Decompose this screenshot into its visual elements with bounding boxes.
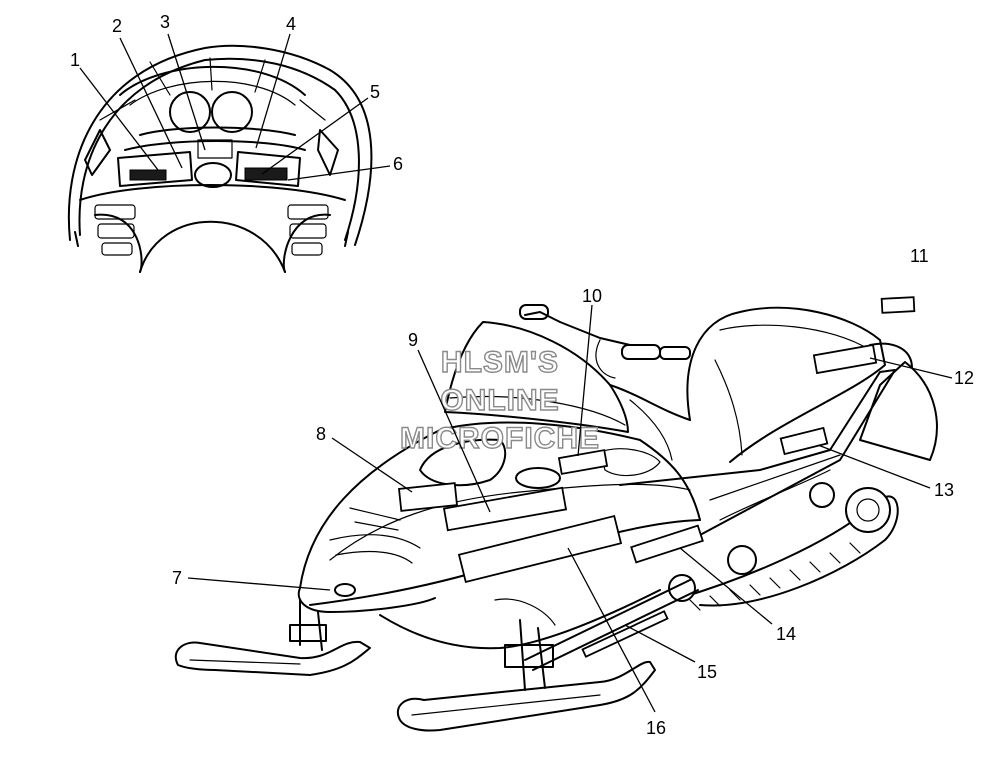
callout-10: 10: [582, 286, 602, 306]
callout-numbers: 1 2 3 4 5 6 7 8 9 10 11 12 13 14 15 16: [70, 12, 974, 738]
leader-10: [577, 304, 593, 457]
leader-15: [624, 624, 696, 663]
leader-12: [869, 357, 953, 379]
callout-6: 6: [393, 154, 403, 174]
leader-7: [187, 577, 331, 591]
callout-13: 13: [934, 480, 954, 500]
watermark-line-1: HLSM'S: [441, 346, 559, 379]
callout-1: 1: [70, 50, 80, 70]
decal-shapes: [398, 296, 916, 658]
watermark: HLSM'S ONLINE MICROFICHE: [399, 345, 600, 455]
decal-15: [581, 610, 669, 658]
callout-11: 11: [910, 246, 929, 266]
decal-14: [630, 524, 704, 564]
leader-13: [817, 444, 931, 489]
leader-6: [287, 165, 391, 181]
decal-11: [880, 296, 916, 314]
callout-14: 14: [776, 624, 796, 644]
decal-13: [779, 426, 829, 456]
callout-2: 2: [112, 16, 122, 36]
leader-3: [167, 33, 206, 151]
leader-9: [417, 349, 491, 513]
leader-5: [261, 97, 369, 175]
snowmobile-drawing: [174, 304, 938, 732]
decal-9: [442, 486, 568, 532]
callout-8: 8: [316, 424, 326, 444]
callout-5: 5: [370, 82, 380, 102]
watermark-line-2: ONLINE: [440, 384, 559, 417]
leader-14: [679, 547, 773, 625]
callout-4: 4: [286, 14, 296, 34]
leader-lines: [79, 33, 953, 713]
callout-15: 15: [697, 662, 717, 682]
callout-12: 12: [954, 368, 974, 388]
watermark-line-3: MICROFICHE: [400, 422, 600, 455]
decal-12: [812, 343, 878, 375]
decal-8: [398, 482, 458, 512]
leader-1: [79, 67, 159, 171]
callout-9: 9: [408, 330, 418, 350]
decal-10: [557, 449, 609, 475]
decal-16: [457, 514, 623, 584]
callout-3: 3: [160, 12, 170, 32]
leader-8: [331, 437, 413, 493]
callout-16: 16: [646, 718, 666, 738]
leader-2: [119, 37, 183, 169]
callout-7: 7: [172, 568, 182, 588]
dash-inset-drawing: [67, 44, 373, 273]
leader-16: [567, 547, 656, 713]
leader-4: [255, 33, 291, 149]
